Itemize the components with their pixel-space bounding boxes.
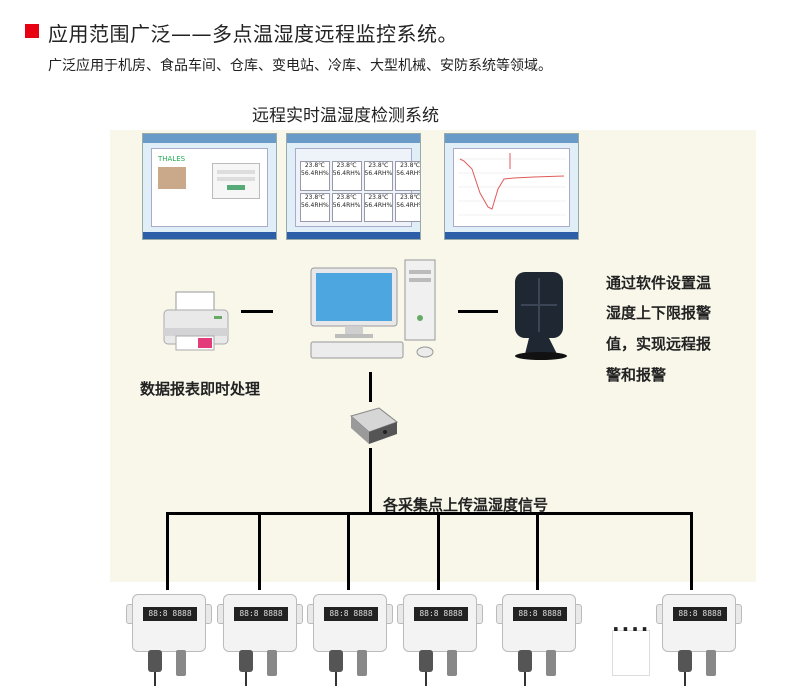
login-form bbox=[212, 163, 260, 199]
placeholder-card bbox=[612, 630, 650, 676]
login-button bbox=[227, 185, 245, 190]
upload-label: 各采集点上传温湿度信号 bbox=[383, 496, 549, 514]
trend-pane bbox=[453, 148, 570, 227]
sensor-display: 88:8 8888 bbox=[513, 607, 567, 621]
title-marker bbox=[25, 24, 39, 38]
taskbar bbox=[287, 232, 420, 239]
bus-drop bbox=[690, 512, 693, 590]
connector-line bbox=[369, 448, 372, 514]
screenshot-trend bbox=[444, 133, 579, 240]
connector-line bbox=[241, 310, 273, 313]
bus-drop bbox=[166, 512, 169, 590]
brand-logo: THALES bbox=[158, 155, 186, 163]
bus-drop bbox=[347, 512, 350, 590]
bus-drop bbox=[437, 512, 440, 590]
taskbar bbox=[445, 232, 578, 239]
alarm-text-line: 值，实现远程报 bbox=[606, 335, 712, 353]
sensor-device: 88:8 8888 bbox=[496, 590, 582, 686]
alarm-device-icon bbox=[515, 272, 567, 360]
people-photo bbox=[158, 167, 186, 189]
sensor-display: 88:8 8888 bbox=[143, 607, 197, 621]
trend-line bbox=[459, 158, 565, 210]
system-label: 远程实时温湿度检测系统 bbox=[252, 106, 439, 126]
connector-line bbox=[369, 372, 372, 402]
sensor-display: 88:8 8888 bbox=[414, 607, 468, 621]
connector-line bbox=[458, 310, 498, 313]
screenshot-login: THALES bbox=[142, 133, 277, 240]
converter-icon bbox=[349, 407, 399, 444]
window-titlebar bbox=[287, 134, 420, 143]
sensor-device: 88:8 8888 bbox=[307, 590, 393, 686]
page-title: 应用范围广泛——多点温湿度远程监控系统。 bbox=[48, 22, 458, 46]
sensor-device: 88:8 8888 bbox=[656, 590, 742, 686]
window-titlebar bbox=[445, 134, 578, 143]
bus-drop bbox=[536, 512, 539, 590]
login-pane: THALES bbox=[151, 148, 268, 227]
bus-drop bbox=[258, 512, 261, 590]
alarm-text-line: 湿度上下限报警 bbox=[606, 304, 712, 322]
report-caption: 数据报表即时处理 bbox=[140, 380, 261, 398]
sensor-device: 88:8 8888 bbox=[126, 590, 212, 686]
sensor-device: 88:8 8888 bbox=[217, 590, 303, 686]
sensor-display: 88:8 8888 bbox=[324, 607, 378, 621]
sensor-device: 88:8 8888 bbox=[397, 590, 483, 686]
window-titlebar bbox=[143, 134, 276, 143]
sensor-display: 88:8 8888 bbox=[673, 607, 727, 621]
computer-icon bbox=[310, 259, 436, 359]
sensor-display: 88:8 8888 bbox=[234, 607, 288, 621]
page-subtitle: 广泛应用于机房、食品车间、仓库、变电站、冷库、大型机械、安防系统等领域。 bbox=[48, 58, 552, 74]
taskbar bbox=[143, 232, 276, 239]
printer-icon bbox=[163, 291, 229, 351]
reading-cell: 23.8℃56.4RH% bbox=[395, 192, 420, 222]
bus-line bbox=[166, 512, 693, 515]
reading-cell: 23.8℃56.4RH% bbox=[395, 161, 420, 191]
alarm-text-line: 通过软件设置温 bbox=[606, 274, 712, 292]
trend-chart-thumbnail bbox=[458, 153, 566, 216]
more-sensors-indicator: .... bbox=[612, 612, 651, 636]
alarm-text-line: 警和报警 bbox=[606, 366, 667, 384]
